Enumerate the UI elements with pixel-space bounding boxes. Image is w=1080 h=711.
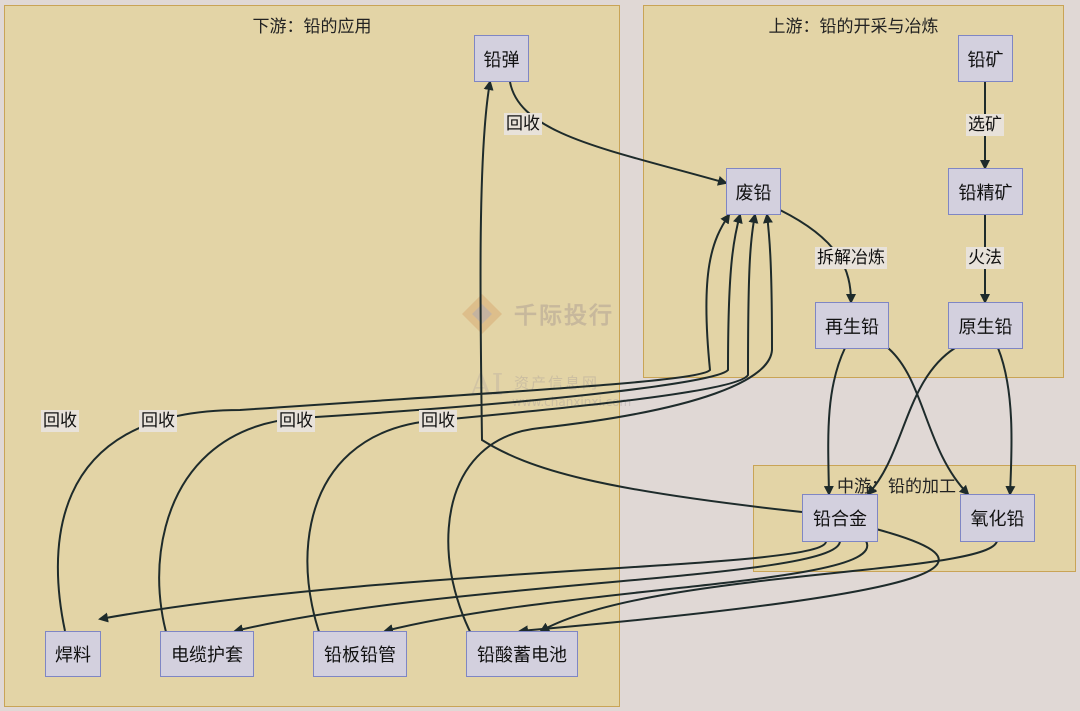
edge-alloy-to-bullet [479,80,803,513]
edge-recycled-to-oxide [887,347,970,496]
node-recycled-lead[interactable]: 再生铅 [815,302,889,349]
edge-alloy-to-cable [233,540,841,635]
edge-label-recycle-plate: 回收 [277,410,315,432]
edge-label-recycle-bullet: 回收 [504,113,542,135]
cluster-downstream-title: 下游：铅的应用 [252,17,372,37]
edge-solder-to-scrap [56,213,731,632]
node-lead-acid-battery[interactable]: 铅酸蓄电池 [466,631,578,677]
edge-alloy-to-plate [383,540,869,634]
node-scrap-lead[interactable]: 废铅 [726,168,781,215]
edge-primary-to-alloy [866,347,956,496]
node-lead-ore[interactable]: 铅矿 [958,35,1013,82]
edge-alloy-to-solder [98,540,828,623]
edge-label-recycle-solder: 回收 [41,410,79,432]
watermark-logo [462,294,502,334]
edge-label-recycle-battery: 回收 [419,410,457,432]
edge-label-beneficiation: 选矿 [966,114,1004,136]
node-cable-sheath[interactable]: 电缆护套 [160,631,254,677]
edge-alloy-to-battery [518,528,940,636]
edge-cable-to-scrap [158,213,743,677]
node-lead-oxide[interactable]: 氧化铅 [960,494,1035,542]
edge-battery-to-scrap [447,213,774,677]
edge-plate-to-scrap [306,213,759,677]
edge-bullet-to-scrap [509,81,728,186]
node-lead-bullet[interactable]: 铅弹 [474,35,529,82]
node-primary-lead[interactable]: 原生铅 [948,302,1023,349]
edge-label-pyrometallurgy: 火法 [966,247,1004,269]
cluster-upstream-title: 上游：铅的开采与冶炼 [768,17,939,37]
node-solder[interactable]: 焊料 [45,631,101,677]
edge-recycled-to-alloy [823,347,846,496]
node-lead-alloy[interactable]: 铅合金 [802,494,878,542]
watermark-brand: 千际投行 [514,303,614,329]
watermark-ai: AI [470,368,504,403]
edge-primary-to-oxide [997,347,1016,496]
edge-oxide-to-battery [539,540,998,632]
node-lead-concentrate[interactable]: 铅精矿 [948,168,1023,215]
edge-label-recycle-cable: 回收 [139,410,177,432]
node-lead-plate-pipe[interactable]: 铅板铅管 [313,631,407,677]
edge-label-dismantle-smelt: 拆解冶炼 [815,247,887,269]
